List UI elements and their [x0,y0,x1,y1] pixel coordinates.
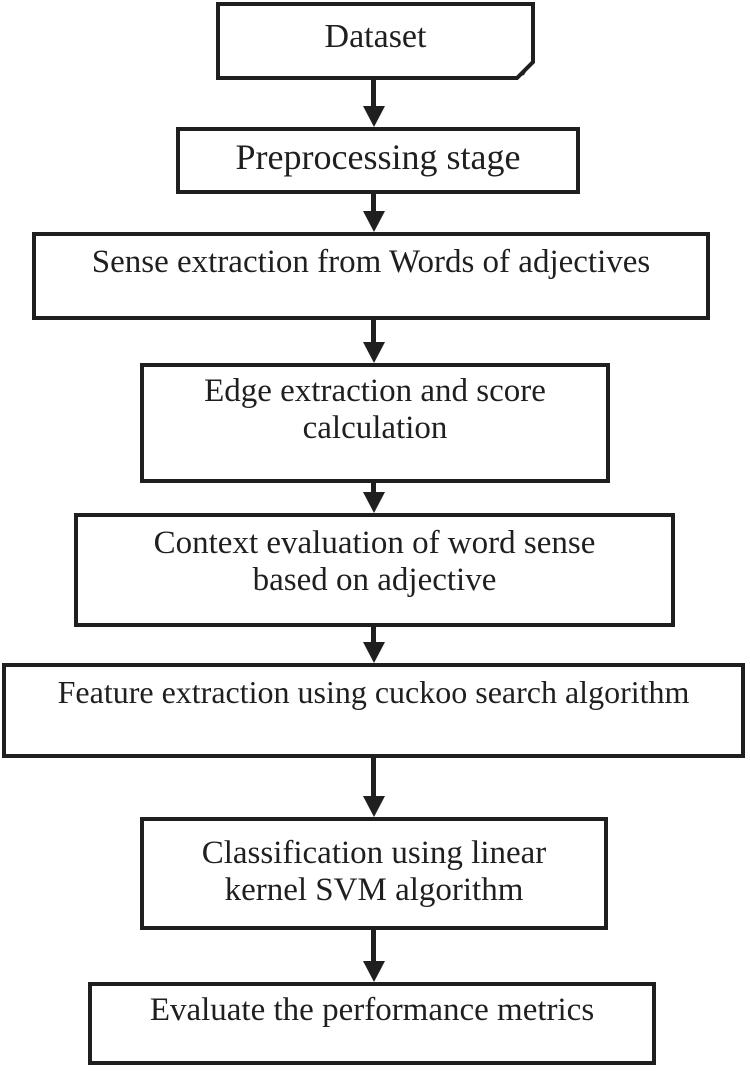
flow-arrow-4 [363,483,385,513]
flow-arrow-7 [363,930,385,982]
node-context-evaluation: Context evaluation of word sense based o… [74,513,675,627]
flow-arrow-1 [363,80,385,127]
flow-arrow-6 [363,758,385,817]
folded-corner [515,62,532,78]
flow-arrow-5 [363,627,385,663]
node-label-line: Classification using linear [201,835,547,871]
flow-arrow-3 [363,320,385,363]
node-label-line: calculation [302,409,448,446]
node-dataset: Dataset [216,2,535,80]
node-label-line: Edge extraction and score [204,373,546,409]
card-shape [216,2,535,80]
node-sense-extraction: Sense extraction from Words of adjective… [32,232,710,320]
node-evaluate-metrics: Evaluate the performance metrics [88,982,656,1065]
node-label: Preprocessing stage [235,137,521,177]
node-edge-extraction: Edge extraction and score calculation [140,363,610,483]
node-label-line: kernel SVM algorithm [224,871,524,908]
node-label-line: based on adjective [252,561,497,598]
node-label: Dataset [324,18,427,55]
node-feature-extraction: Feature extraction using cuckoo search a… [2,663,745,758]
node-label-line: Context evaluation of word sense [153,525,596,561]
node-label: Evaluate the performance metrics [149,992,595,1028]
node-label: Feature extraction using cuckoo search a… [57,674,690,710]
node-classification: Classification using linear kernel SVM a… [140,817,608,930]
flow-arrow-2 [363,194,385,232]
node-preprocessing-stage: Preprocessing stage [176,127,580,194]
node-label: Sense extraction from Words of adjective… [91,244,651,280]
